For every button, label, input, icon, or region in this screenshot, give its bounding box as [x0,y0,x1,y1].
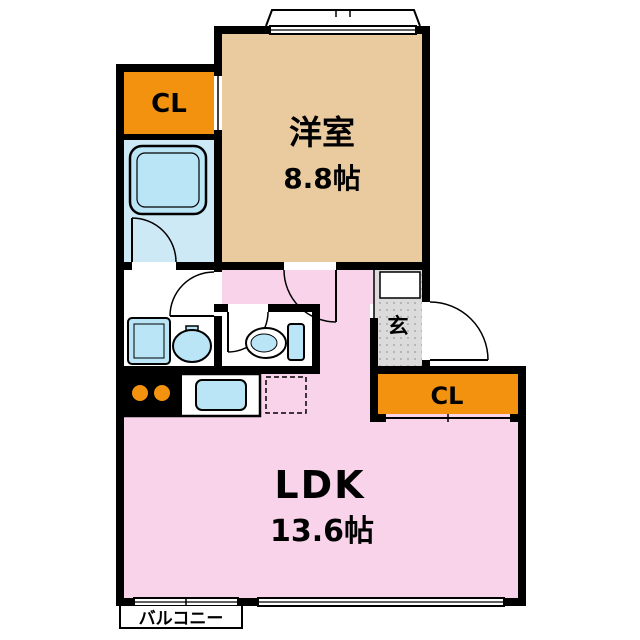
western-room-floor [222,34,422,262]
washroom-door [169,271,215,317]
entrance-label: 玄 [388,314,409,338]
entrance-front-door [429,301,489,361]
shoe-cabinet [379,271,421,299]
kitchen-sink [195,379,247,411]
western-room-name: 洋室 [289,113,355,152]
balcony-outline [119,606,243,629]
washing-machine [127,317,171,365]
toilet [245,323,305,361]
balcony-label: バルコニー [139,609,224,629]
closet-side-label: CL [431,382,464,410]
room-floors [124,34,518,598]
kitchen-counter [122,372,262,418]
western-room-size: 8.8帖 [283,162,361,195]
ldk-name: LDK [274,463,365,507]
walls [116,26,526,606]
passage-floor [320,304,370,374]
bathtub [128,144,208,216]
refrigerator-space [265,376,307,414]
labels: CL 洋室 8.8帖 玄 CL LDK 13.6帖 バルコニー [139,89,464,629]
bay-window-ticks [335,10,351,17]
corridor-floor [222,270,374,304]
bay-window [265,9,421,35]
wash-basin [172,325,212,363]
closet-top-floor [124,72,214,134]
burner-right [154,385,170,401]
bathroom-door [131,217,177,263]
western-room-door [283,269,337,323]
bay-window-outline [265,9,421,27]
closet-top-label: CL [151,89,187,119]
burner-left [132,385,148,401]
doors [131,76,510,422]
south-windows [133,597,505,607]
ldk-size: 13.6帖 [270,514,374,549]
closet-side-floor [378,374,518,414]
fixtures [122,144,421,418]
